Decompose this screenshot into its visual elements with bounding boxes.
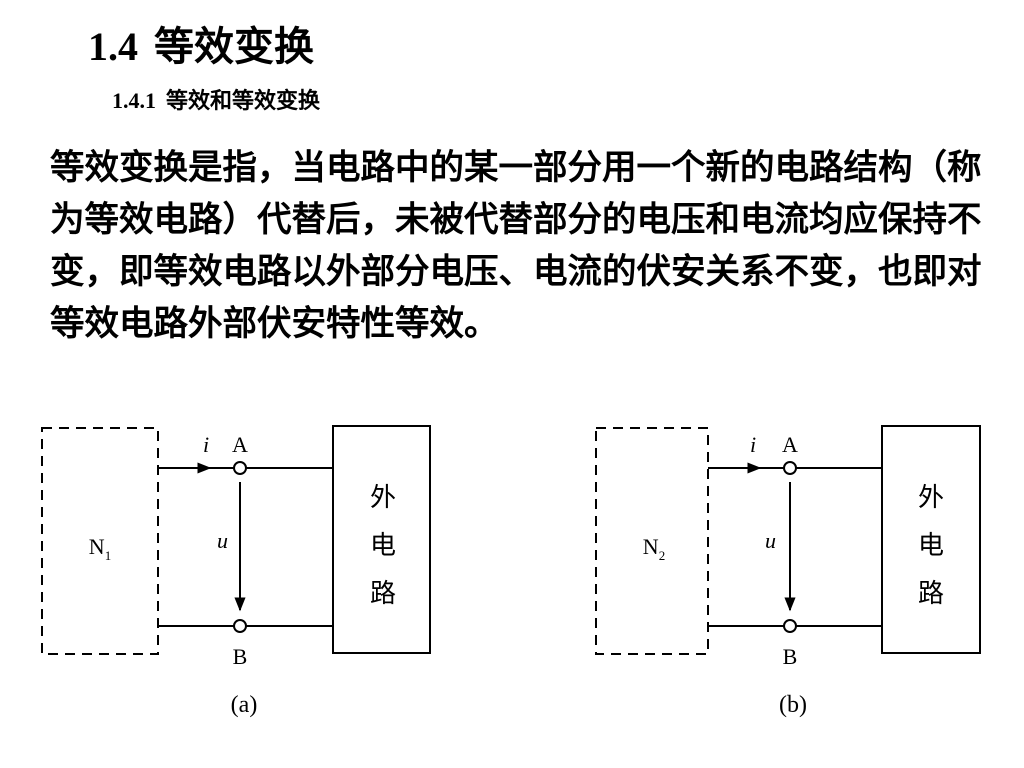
voltage-label-a: u — [217, 528, 228, 553]
circuit-diagram-a: N1 i A u B 外 电 路 (a) — [41, 425, 431, 718]
terminal-a-label: A — [232, 432, 248, 457]
circuit-diagram-b: N2 i A u B 外 电 路 (b) — [595, 425, 981, 718]
subsection-title: 1.4.1 等效和等效变换 — [112, 86, 320, 116]
section-title: 1.4 等效变换 — [88, 22, 314, 72]
external-circuit-char: 路 — [370, 579, 396, 609]
figure-caption-a: (a) — [231, 692, 258, 718]
section-number: 1.4 — [88, 24, 138, 69]
terminal-a-node — [233, 461, 247, 475]
voltage-label-b: u — [765, 528, 776, 553]
network-label-n1: N1 — [89, 534, 111, 563]
external-circuit-box-b — [881, 425, 981, 654]
external-circuit-char: 外 — [370, 483, 396, 513]
terminal-a-node — [783, 461, 797, 475]
network-box-n2 — [595, 427, 709, 655]
terminal-a-label: A — [782, 432, 798, 457]
definition-paragraph: 等效变换是指，当电路中的某一部分用一个新的电路结构（称为等效电路）代替后，未被代… — [50, 148, 982, 344]
figure-caption-b: (b) — [779, 692, 807, 718]
current-label-b: i — [750, 432, 756, 457]
terminal-b-label: B — [783, 644, 798, 669]
subsection-number: 1.4.1 — [112, 88, 156, 113]
external-circuit-box-a — [332, 425, 431, 654]
terminal-b-label: B — [233, 644, 248, 669]
terminal-b-node — [233, 619, 247, 633]
external-circuit-char: 电 — [370, 531, 396, 561]
network-box-n1 — [41, 427, 159, 655]
external-circuit-char: 电 — [918, 531, 944, 561]
subsection-heading-text: 等效和等效变换 — [166, 88, 321, 114]
equivalent-circuit-figures: N1 i A u B 外 电 路 (a) N2 i A u B — [41, 425, 981, 718]
external-circuit-char: 外 — [918, 483, 944, 513]
network-label-n2: N2 — [643, 534, 665, 563]
terminal-b-node — [783, 619, 797, 633]
external-circuit-char: 路 — [918, 579, 944, 609]
current-label-a: i — [203, 432, 209, 457]
section-heading-text: 等效变换 — [154, 23, 314, 70]
